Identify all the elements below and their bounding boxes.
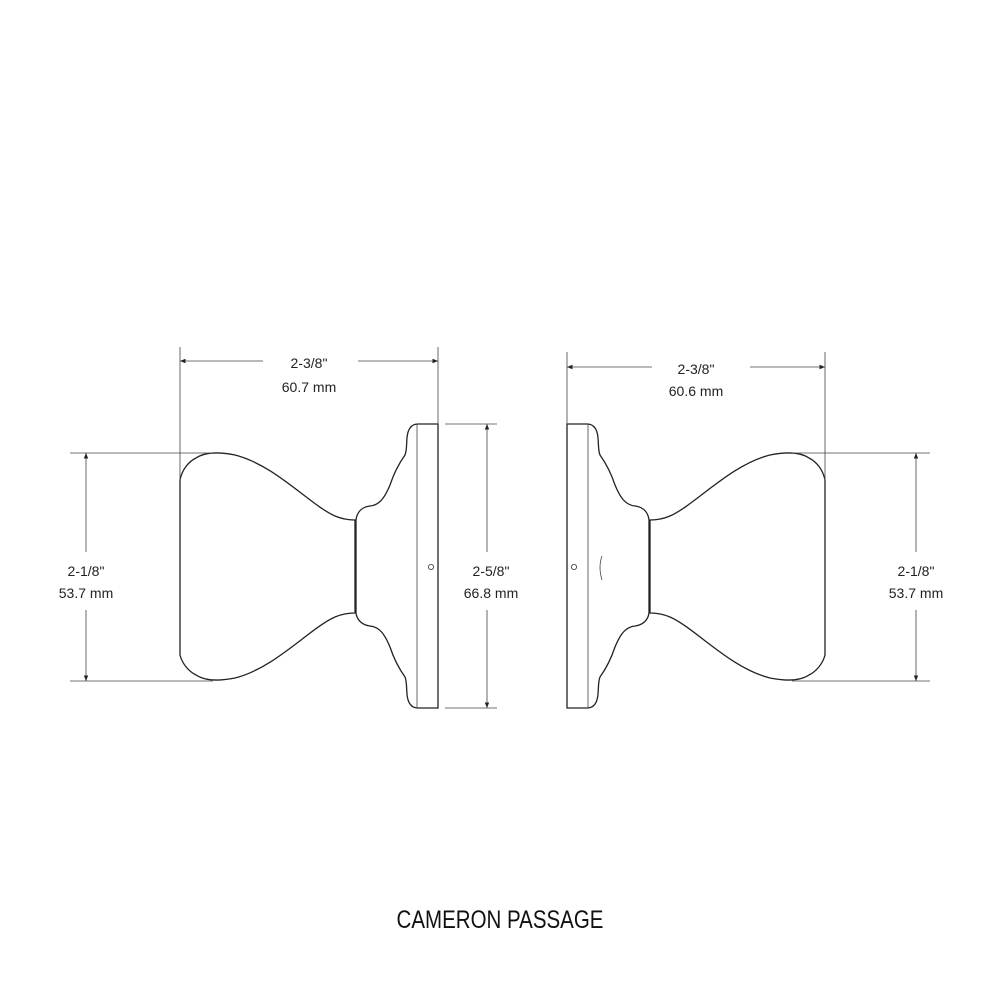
right-knob-view: 2-3/8" 60.6 mm 2-1/8" 53.7 mm (566, 352, 943, 709)
left-knob-height-mm: 53.7 mm (59, 585, 113, 601)
left-width-in: 2-3/8" (291, 355, 328, 371)
right-width-in: 2-3/8" (678, 361, 715, 377)
rose-height-mm: 66.8 mm (464, 585, 518, 601)
diagram-title: CAMERON PASSAGE (397, 905, 604, 933)
left-knob-view: 2-3/8" 60.7 mm 2-1/8" 53.7 mm 2-5/8" 66.… (59, 347, 518, 709)
left-knob-height-in: 2-1/8" (68, 563, 105, 579)
rose-height-in: 2-5/8" (473, 563, 510, 579)
left-width-mm: 60.7 mm (282, 379, 336, 395)
right-width-mm: 60.6 mm (669, 383, 723, 399)
right-knob-height-mm: 53.7 mm (889, 585, 943, 601)
right-knob-height-in: 2-1/8" (898, 563, 935, 579)
